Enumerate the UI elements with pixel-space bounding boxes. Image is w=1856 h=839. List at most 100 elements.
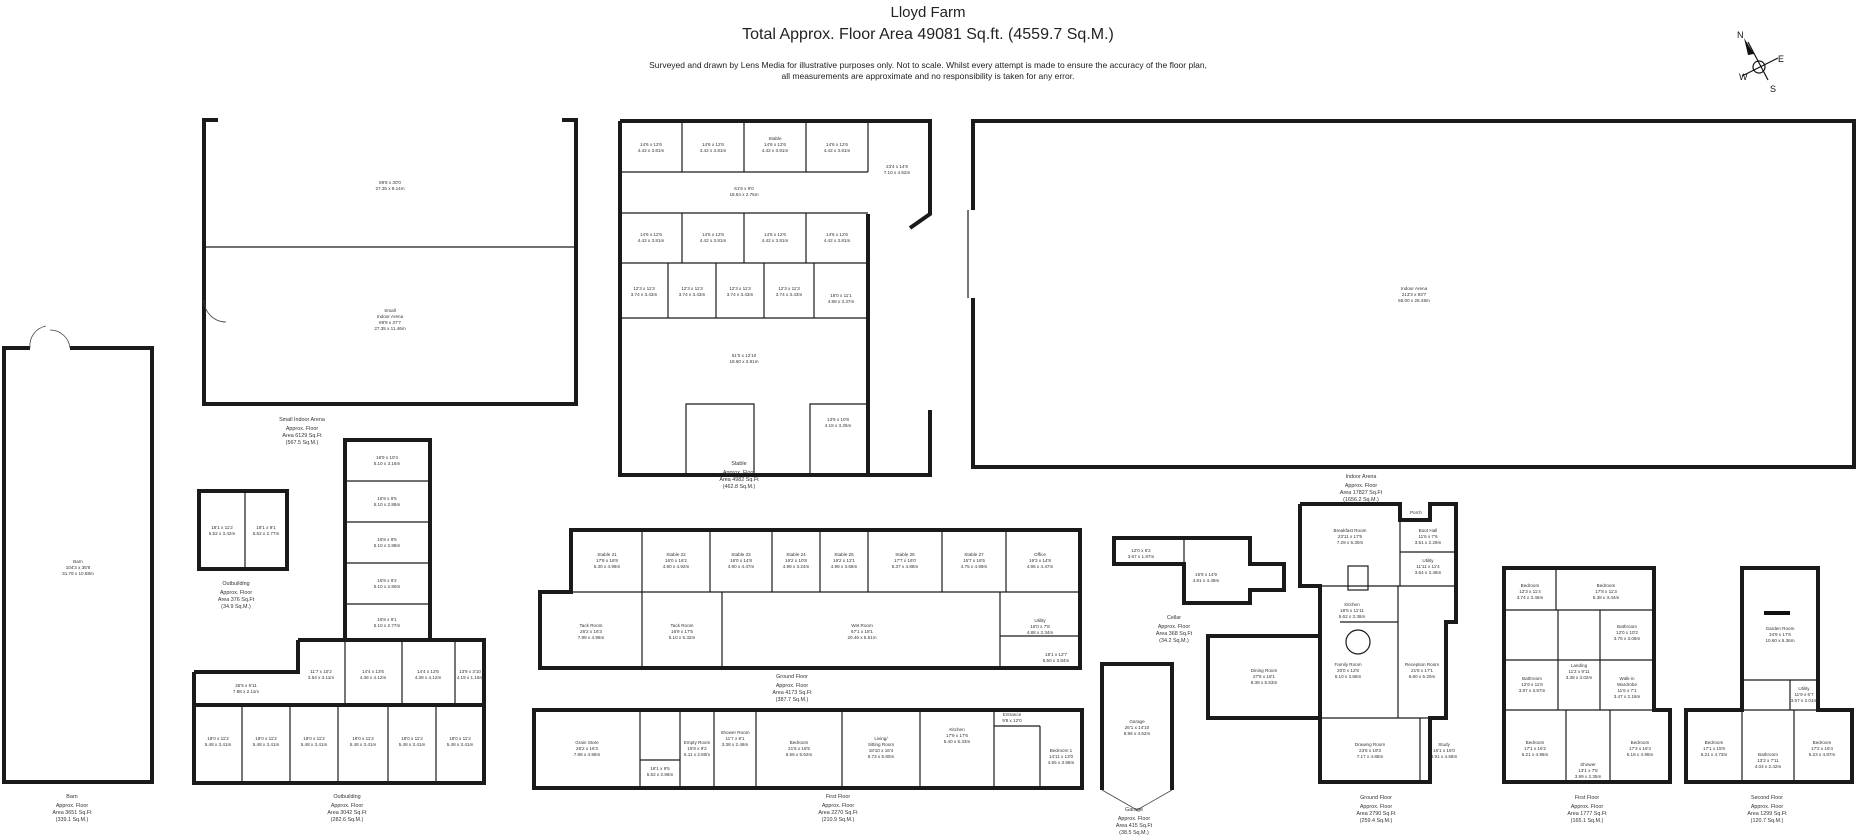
room-label: 5.30 x 4.98m <box>594 564 621 569</box>
room-label: 16'2 x 12'1 <box>833 558 855 563</box>
floor-area-caption: Garage <box>1125 807 1143 813</box>
indoor-arena-plan: Indoor Arena 213'3 x 93'7 65.00 x 28.48m <box>967 119 1856 469</box>
room-label: 11'6 x 7'1 <box>1617 688 1636 693</box>
room-label: 4.42 x 3.81m <box>700 238 727 243</box>
room-label: 3.87 x 3.57m <box>1519 688 1546 693</box>
room-label: Bedroom <box>1521 583 1540 588</box>
room-label: 5.48 x 3.41m <box>399 742 426 747</box>
room-label: 21'8 x 17'1 <box>1411 668 1433 673</box>
compass-icon: N E S W <box>1737 30 1784 94</box>
room-label: 12'3 x 11'3 <box>633 286 655 291</box>
room-label: Reception Room <box>1405 662 1439 667</box>
room-label: 3.99 x 2.35m <box>1575 774 1602 779</box>
room-label: 8.38 x 5.53m <box>1251 680 1278 685</box>
cellar-plan: 12'0 x 6'2 3.67 x 1.87m 15'9 x 14'9 4.81… <box>1112 536 1286 605</box>
floor-area-caption: (1656.2 Sq.M.) <box>1343 497 1379 503</box>
room-label: 11'7 x 10'2 <box>310 669 332 674</box>
room-label: Family Room <box>1334 662 1361 667</box>
room-label: 18'0 x 11'2 <box>303 736 325 741</box>
room-label: Stable 23 <box>731 552 751 557</box>
room-label: 5.10 x 2.80m <box>374 584 401 589</box>
floor-area-caption: Area 17827 Sq.Ft <box>1340 490 1383 496</box>
room-label: Utility <box>1034 618 1046 623</box>
room-label: 16'1 x 15'0 <box>1433 748 1455 753</box>
room-label: 5.52 x 3.42m <box>209 531 236 536</box>
floor-area-caption: Indoor Arena <box>1346 474 1377 480</box>
small-indoor-arena-plan: 89'8 x 30'0 27.35 x 9.14m Small Indoor A… <box>202 118 578 406</box>
room-label: Bedroom <box>1631 740 1650 745</box>
floor-area-caption: Approx. Floor <box>1345 483 1378 489</box>
room-label: 10.60 x 5.36m <box>1765 638 1794 643</box>
room-label: 5.10 x 5.32m <box>669 635 696 640</box>
room-label: Bedroom <box>1526 740 1545 745</box>
room-label: Drawing Room <box>1355 742 1386 747</box>
disclaimer-line-2: all measurements are approximate and no … <box>781 71 1075 81</box>
floor-area-caption: First Floor <box>826 794 850 800</box>
house-ground-floor-plan: Breakfast Room 23'11 x 17'5 7.29 x 5.30m… <box>1206 502 1458 784</box>
room-label: Bedroom <box>790 740 809 745</box>
room-label: 5.10 x 2.77m <box>374 623 401 628</box>
room-label: 3.76 x 3.08m <box>1614 636 1641 641</box>
floor-area-caption: Approx. Floor <box>220 590 253 596</box>
floor-area-caption: (259.4 Sq.M.) <box>1360 818 1393 824</box>
room-label: 4.18 x 3.25m <box>825 423 852 428</box>
room-label: 65.00 x 28.48m <box>1398 298 1430 303</box>
room-label: Tack Room <box>671 623 694 628</box>
stable-block-plan: 14'6 x 12'6 4.42 x 3.81m 14'6 x 12'6 4.4… <box>618 119 932 477</box>
room-label: 26'2 x 16'3 <box>576 746 598 751</box>
floor-area-caption: (120.7 Sq.M.) <box>1751 818 1784 824</box>
room-label: Stable 27 <box>964 552 984 557</box>
room-label: 34'9 x 17'6 <box>1769 632 1791 637</box>
room-label: Bathroom <box>1522 676 1542 681</box>
room-label: Boot Hall <box>1419 528 1438 533</box>
room-label: 25'5 x 6'11 <box>235 683 257 688</box>
room-label: 4.55 x 3.96m <box>1048 760 1075 765</box>
floor-area-caption: Outbuilding <box>333 794 360 800</box>
yard-first-floor-plan: Grain Store 26'2 x 16'3 7.98 x 4.96m 18'… <box>532 708 1084 790</box>
room-label: Wardrobe <box>1617 682 1637 687</box>
room-label: 14'6 x 12'6 <box>640 232 662 237</box>
caption-house-second-floor: Second Floor Approx. Floor Area 1299 Sq.… <box>1747 795 1787 824</box>
room-label: 14'11 x 13'0 <box>1049 754 1074 759</box>
room-label: 12'3 x 11'3 <box>729 286 751 291</box>
floor-area-caption: Stable <box>731 461 746 467</box>
room-label: 12'3 x 11'3 <box>681 286 703 291</box>
room-label: 8.96 x 4.52m <box>1124 731 1151 736</box>
floor-area-caption: Small Indoor Arena <box>279 417 325 423</box>
floor-area-caption: Area 376 Sq.Ft <box>218 597 255 603</box>
compass-n: N <box>1737 30 1744 40</box>
floor-area-caption: Area 6129 Sq.Ft <box>282 433 322 439</box>
floor-area-caption: Area 1777 Sq.Ft <box>1567 811 1607 817</box>
room-label: Sitting Room <box>868 742 894 747</box>
room-label: 18'1 x 9'1 <box>256 525 276 530</box>
room-label: 4.91 x 4.58m <box>1431 754 1458 759</box>
room-label: 4.42 x 3.81m <box>824 238 851 243</box>
room-label: 3.74 x 3.43m <box>727 292 754 297</box>
room-label: 4.38 x 4.12m <box>415 675 442 680</box>
room-label: 16'9 x 9'2 <box>687 746 707 751</box>
room-label: Stable 26 <box>895 552 915 557</box>
caption-indoor-arena: Indoor Arena Approx. Floor Area 17827 Sq… <box>1340 474 1383 503</box>
room-label: Kitchen <box>1344 602 1360 607</box>
room-label: 18'5 x 11'11 <box>1340 608 1364 613</box>
floor-area-caption: (34.2 Sq.M.) <box>1159 638 1189 644</box>
caption-small-indoor-arena: Small Indoor Arena Approx. Floor Area 61… <box>279 417 325 446</box>
room-label: 4.88 x 3.37m <box>828 299 855 304</box>
room-label: 18'0 x 11'2 <box>401 736 423 741</box>
room-label: 16'9 x 9'2 <box>377 578 397 583</box>
room-label: 4.38 x 4.12m <box>360 675 387 680</box>
room-label: 3.38 x 3.02m <box>1566 675 1593 680</box>
room-label: 3.74 x 3.46m <box>1517 595 1544 600</box>
floor-area-caption: Approx. Floor <box>331 803 364 809</box>
room-label: Grain Store <box>575 740 599 745</box>
room-label: Shower Room <box>720 730 749 735</box>
compass-e: E <box>1778 54 1784 64</box>
room-label: 5.21 x 4.73m <box>1701 752 1728 757</box>
room-label: Garage <box>1129 719 1145 724</box>
room-label: 67'1 x 18'1 <box>851 629 873 634</box>
room-label: 3.47 x 2.16m <box>1614 694 1641 699</box>
room-label: 4.81 x 4.49m <box>1193 578 1220 583</box>
room-label: 5.48 x 3.41m <box>301 742 328 747</box>
room-label: 18'1 x 12'7 <box>1045 652 1067 657</box>
room-label: 17'1 x 15'6 <box>1703 746 1725 751</box>
